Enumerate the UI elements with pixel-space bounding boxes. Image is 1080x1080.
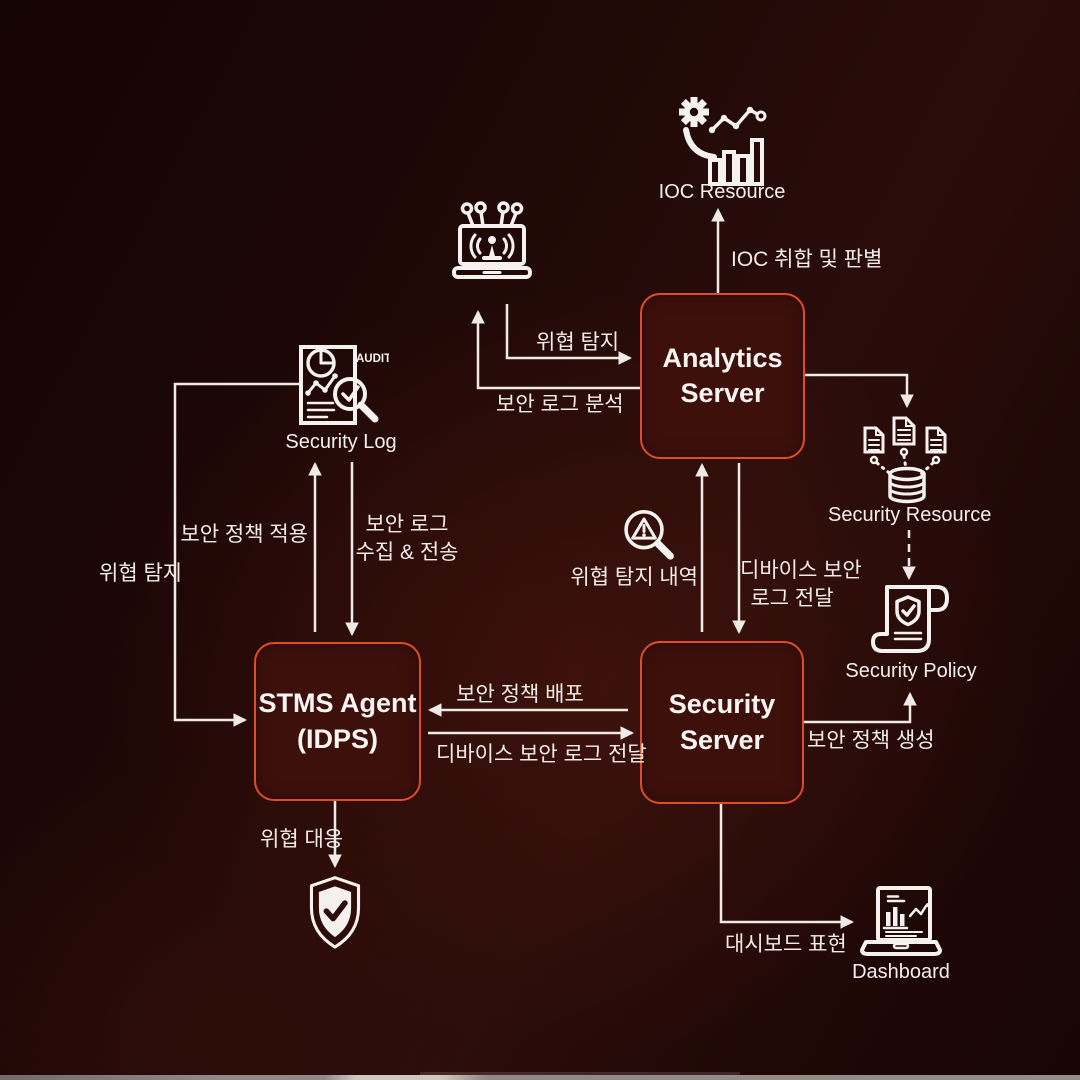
laptop-signal-icon [452, 201, 532, 279]
caption-security-log: Security Log [285, 431, 397, 453]
edge-threat-detection-to-analytics [505, 304, 633, 365]
audit-badge: AUDIT [356, 353, 389, 365]
ioc-resource-icon [679, 97, 767, 186]
node-security-server: Security Server [640, 641, 804, 804]
edge-analytics-to-resource [801, 373, 914, 409]
caption-security-resource: Security Resource [828, 504, 992, 526]
node-security-server-title-line1: Security [668, 689, 776, 720]
warning-magnifier-icon [624, 509, 674, 560]
label-threat-detection-to-analytics: 위협 탐지 [536, 331, 620, 354]
label-security-policy-create: 보안 정책 생성 [807, 729, 935, 752]
label-threat-detection-to-agent: 위협 탐지 [99, 562, 183, 585]
node-analytics-server: Analytics Server [640, 293, 805, 459]
label-dashboard-render: 대시보드 표현 [725, 933, 847, 956]
label-security-policy-deploy: 보안 정책 배포 [456, 683, 584, 706]
table-edge-strip [0, 1075, 1080, 1080]
label-device-security-log: 디바이스 보안 로그 전달 [740, 557, 862, 614]
security-log-audit-icon: AUDIT [299, 345, 389, 425]
label-security-log-collect-line2: 수집 & 전송 [355, 541, 459, 565]
label-device-security-log-forward: 디바이스 보안 로그 전달 [436, 743, 647, 766]
node-stms-agent-title-line1: STMS Agent [258, 688, 417, 719]
caption-ioc-resource: IOC Resource [658, 181, 786, 203]
gear-icon [679, 97, 709, 127]
security-resource-icon [863, 416, 947, 504]
label-threat-detection-history: 위협 탐지 내역 [570, 566, 698, 589]
label-device-security-log-line1: 디바이스 보안 [740, 559, 862, 582]
security-policy-scroll-icon [871, 585, 949, 653]
node-security-server-title-line2: Server [679, 724, 765, 755]
edge-dashboard-render [719, 801, 855, 929]
label-security-policy-apply: 보안 정책 적용 [180, 523, 308, 546]
caption-dashboard: Dashboard [852, 961, 950, 983]
label-security-log-analysis: 보안 로그 분석 [496, 393, 624, 416]
label-device-security-log-line2: 로그 전달 [750, 587, 834, 611]
node-analytics-server-title-line2: Server [680, 378, 765, 408]
caption-security-policy: Security Policy [845, 660, 977, 682]
label-security-log-collect-line1: 보안 로그 [365, 513, 449, 536]
edge-security-log-analysis [471, 309, 640, 390]
label-ioc-aggregation: IOC 취합 및 판별 [731, 248, 883, 271]
edge-security-policy-create [801, 691, 917, 724]
dashboard-laptop-icon [860, 886, 942, 956]
label-security-log-collect: 보안 로그 수집 & 전송 [355, 511, 459, 568]
shield-check-icon [309, 876, 361, 949]
node-stms-agent: STMS Agent (IDPS) [254, 642, 421, 801]
node-stms-agent-title-line2: (IDPS) [297, 723, 378, 754]
node-analytics-server-title-line1: Analytics [662, 342, 783, 373]
edge-threat-detection-to-agent [173, 382, 299, 727]
label-threat-response: 위협 대응 [260, 828, 344, 851]
table-edge-highlight [420, 1072, 740, 1075]
